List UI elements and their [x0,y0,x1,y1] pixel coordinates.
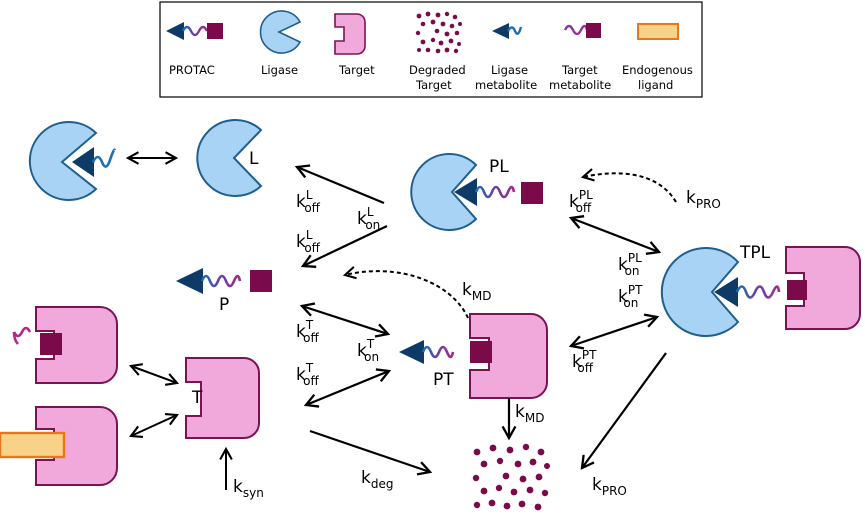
legend-degraded-target-label-2: Target [415,78,452,92]
legend: PROTAC Ligase Target Degraded Target Lig… [159,1,703,98]
ligase-L [196,119,263,197]
rate-label-kPRO-recycle: kPRO [686,188,721,211]
legend-degraded-target-icon [415,11,462,54]
legend-target-metabolite-label-2: metabolite [549,78,611,92]
endogenous-ligand-complex [0,406,118,486]
species-label-T: T [191,388,203,408]
arrow-kPRO-degradation [580,352,667,470]
species-label-PT: PT [433,370,454,390]
legend-ligase-icon [259,10,302,54]
legend-degraded-target-label-1: Degraded [409,63,466,77]
arrow-kdeg [309,429,433,476]
legend-ligase-label: Ligase [261,63,298,77]
arrow-PT-TPL [568,313,660,350]
arrow-L-off [294,164,385,205]
protac-P [176,268,272,294]
legend-target-metabolite-icon [563,23,601,38]
species-label-PL: PL [489,157,509,177]
legend-target-label: Target [338,63,375,77]
legend-ligase-metabolite-icon [492,23,523,39]
arrow-kMD-recycle [342,266,469,319]
arrow-L-on [300,225,388,268]
species-label-TPL: TPL [739,243,771,263]
rate-label-kPRO-degradation: kPRO [592,475,627,498]
complex-PT [399,313,548,399]
species-label-P: P [219,295,229,315]
rate-label-kMD-recycle: kMD [462,280,491,303]
legend-endogenous-ligand-label-1: Endogenous [622,63,693,77]
legend-target-metabolite-label-1: Target [561,63,598,77]
legend-ligase-metabolite-label-1: Ligase [491,63,528,77]
legend-protac-label: PROTAC [169,63,215,77]
degraded-target [472,443,550,511]
exchange-arrow-ligand-target [129,413,179,438]
complex-PL [410,153,543,231]
rate-label-kdeg: kdeg [361,468,393,491]
legend-ligase-metabolite-label-2: metabolite [475,78,537,92]
legend-target-icon [334,13,366,55]
target-T [185,357,260,439]
arrow-PL-TPL [568,215,662,255]
legend-frame [159,1,703,98]
rate-label-kMD-degradation: kMD [515,402,544,425]
complex-TPL [660,246,861,337]
legend-protac-icon [166,22,223,40]
arrow-T-on [303,368,392,408]
arrow-T-off [299,302,391,338]
rate-label-ksyn: ksyn [233,477,264,500]
legend-endogenous-ligand-label-2: ligand [638,78,673,92]
exchange-arrow-metabolite-target [128,363,180,386]
target-metabolite-complex [12,306,118,384]
ligase-metabolite-complex [28,121,117,201]
species-label-L: L [249,149,259,169]
legend-endogenous-ligand-icon [637,23,679,40]
arrow-kPRO-recycle [580,168,677,203]
